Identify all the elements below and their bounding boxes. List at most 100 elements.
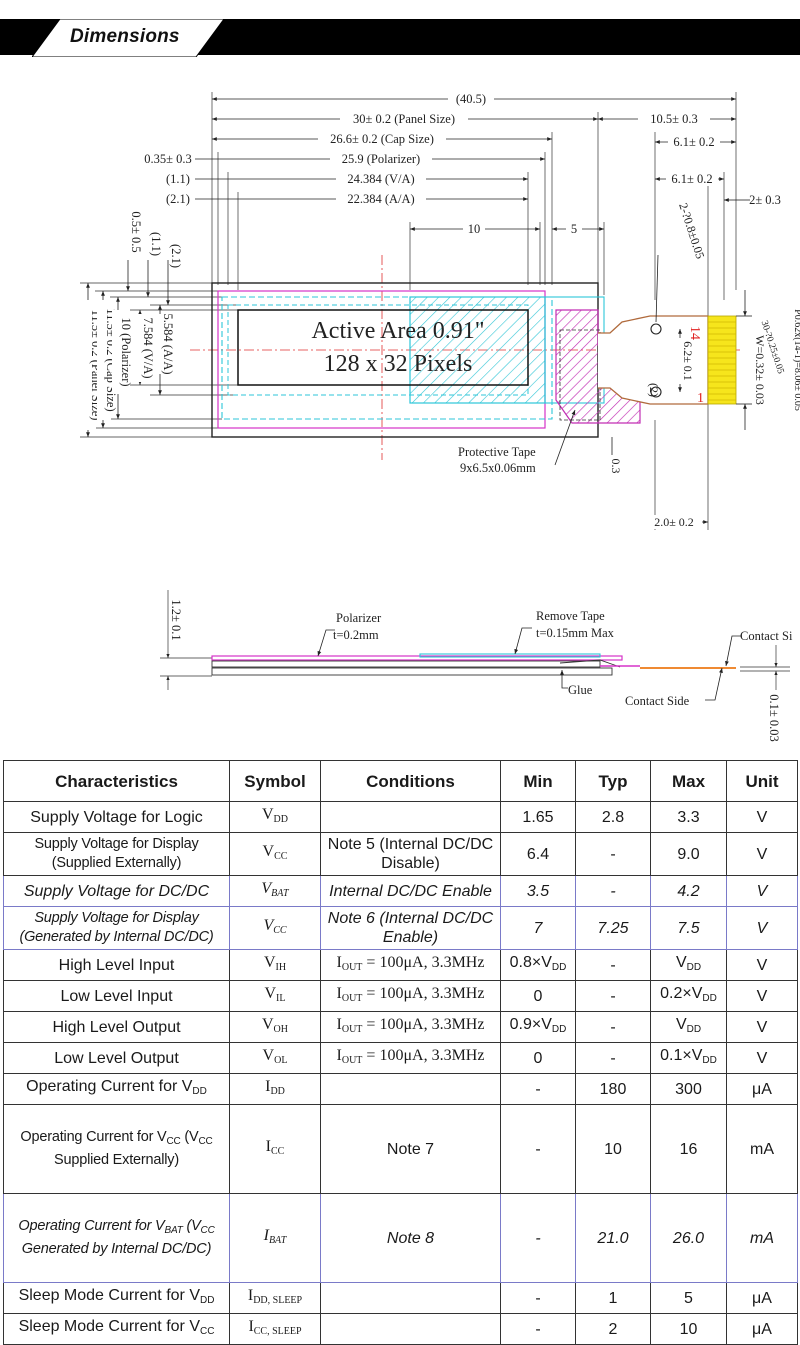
dim-2: 2± 0.3 bbox=[749, 193, 781, 207]
dim-10: 10 bbox=[468, 222, 481, 236]
cell-condition: Internal DC/DC Enable bbox=[320, 875, 501, 907]
cell-max: 5 bbox=[650, 1282, 727, 1314]
cell-characteristic: Operating Current for VBAT (VCC Generate… bbox=[3, 1193, 230, 1283]
cell-min: 0.8×VDD bbox=[500, 949, 576, 981]
cell-unit: V bbox=[726, 949, 798, 981]
polarizer-thickness: t=0.2mm bbox=[333, 628, 379, 642]
glue-label: Glue bbox=[568, 683, 593, 697]
cell-min: 0 bbox=[500, 1042, 576, 1074]
cell-max: 0.1×VDD bbox=[650, 1042, 727, 1074]
cell-characteristic: Sleep Mode Current for VDD bbox=[3, 1282, 230, 1314]
cell-max: 10 bbox=[650, 1313, 727, 1345]
cell-condition: Note 6 (Internal DC/DC Enable) bbox=[320, 906, 501, 950]
cell-min: 7 bbox=[500, 906, 576, 950]
header-characteristics: Characteristics bbox=[3, 760, 230, 802]
cell-max: 7.5 bbox=[650, 906, 727, 950]
contact-pads bbox=[707, 315, 737, 405]
table-row: Operating Current for VBAT (VCC Generate… bbox=[3, 1193, 798, 1283]
cell-characteristic: High Level Input bbox=[3, 949, 230, 981]
cell-max: 16 bbox=[650, 1104, 727, 1194]
table-row: Operating Current for VCC (VCC Supplied … bbox=[3, 1104, 798, 1194]
cell-max: VDD bbox=[650, 1011, 727, 1043]
cell-symbol: VIH bbox=[229, 949, 321, 981]
cell-typ: - bbox=[575, 1042, 651, 1074]
cell-min: - bbox=[500, 1104, 576, 1194]
cell-symbol: VCC bbox=[229, 832, 321, 876]
cell-min: 3.5 bbox=[500, 875, 576, 907]
table-row: Supply Voltage for Display (Generated by… bbox=[3, 906, 798, 950]
cell-condition bbox=[320, 801, 501, 833]
contact-side-right: Contact Si bbox=[740, 629, 793, 643]
dim-0-3: 0.3 bbox=[609, 459, 623, 474]
dim-left-21: (2.1) bbox=[166, 192, 190, 206]
cell-condition: Note 5 (Internal DC/DC Disable) bbox=[320, 832, 501, 876]
dim-6-1-a: 6.1± 0.2 bbox=[673, 135, 714, 149]
cell-typ: - bbox=[575, 1011, 651, 1043]
cell-symbol: IDD bbox=[229, 1073, 321, 1105]
cell-max: 4.2 bbox=[650, 875, 727, 907]
cell-typ: - bbox=[575, 875, 651, 907]
cell-condition: IOUT = 100μA, 3.3MHz bbox=[320, 980, 501, 1012]
cell-characteristic: Low Level Input bbox=[3, 980, 230, 1012]
cell-symbol: IBAT bbox=[229, 1193, 321, 1283]
cell-symbol: VDD bbox=[229, 801, 321, 833]
pin-1: 1 bbox=[697, 391, 704, 406]
cell-characteristic: Supply Voltage for DC/DC bbox=[3, 875, 230, 907]
cell-condition bbox=[320, 1282, 501, 1314]
dim-v-va: 7.584 (V/A) bbox=[141, 317, 155, 378]
cell-min: 0 bbox=[500, 980, 576, 1012]
cell-unit: V bbox=[726, 875, 798, 907]
contact-side-label: Contact Side bbox=[625, 694, 690, 708]
cell-unit: V bbox=[726, 801, 798, 833]
dim-tail: 10.5± 0.3 bbox=[650, 112, 698, 126]
cell-condition bbox=[320, 1073, 501, 1105]
cell-unit: V bbox=[726, 906, 798, 950]
dim-va: 24.384 (V/A) bbox=[347, 172, 414, 186]
cell-typ: 7.25 bbox=[575, 906, 651, 950]
cell-symbol: VCC bbox=[229, 906, 321, 950]
cell-unit: μA bbox=[726, 1282, 798, 1314]
cell-typ: 180 bbox=[575, 1073, 651, 1105]
protective-tape-label: Protective Tape bbox=[458, 445, 536, 459]
cell-typ: 10 bbox=[575, 1104, 651, 1194]
dim-pad-width: W=0.32± 0.03 bbox=[753, 335, 767, 405]
cell-unit: V bbox=[726, 980, 798, 1012]
top-view-drawing: (40.5) 30± 0.2 (Panel Size) 26.6± 0.2 (C… bbox=[80, 92, 800, 530]
cell-characteristic: Supply Voltage for Display (Generated by… bbox=[3, 906, 230, 950]
active-area-pixels: 128 x 32 Pixels bbox=[324, 351, 473, 377]
cell-min: - bbox=[500, 1313, 576, 1345]
side-view-drawing: 1.2± 0.1 Polarizer t=0.2mm Remove Tape t… bbox=[160, 590, 793, 742]
cell-min: - bbox=[500, 1282, 576, 1314]
polarizer-label: Polarizer bbox=[336, 611, 382, 625]
cell-typ: 2 bbox=[575, 1313, 651, 1345]
cell-condition: IOUT = 100μA, 3.3MHz bbox=[320, 1042, 501, 1074]
dim-hole-pitch: 6.2± 0.1 bbox=[681, 341, 695, 381]
cell-unit: V bbox=[726, 1042, 798, 1074]
dim-cap-size: 26.6± 0.2 (Cap Size) bbox=[330, 132, 434, 146]
cell-unit: V bbox=[726, 832, 798, 876]
table-row: Supply Voltage for Display (Supplied Ext… bbox=[3, 832, 798, 876]
cell-typ: 1 bbox=[575, 1282, 651, 1314]
cell-min: 6.4 bbox=[500, 832, 576, 876]
cell-characteristic: Low Level Output bbox=[3, 1042, 230, 1074]
cell-typ: - bbox=[575, 832, 651, 876]
header-min: Min bbox=[500, 760, 576, 802]
cell-symbol: VIL bbox=[229, 980, 321, 1012]
header-symbol: Symbol bbox=[229, 760, 321, 802]
cell-typ: 21.0 bbox=[575, 1193, 651, 1283]
dim-polarizer: 25.9 (Polarizer) bbox=[342, 152, 420, 166]
protective-tape-size: 9x6.5x0.06mm bbox=[460, 461, 536, 475]
cell-condition bbox=[320, 1313, 501, 1345]
header-unit: Unit bbox=[726, 760, 798, 802]
cell-characteristic: Sleep Mode Current for VCC bbox=[3, 1313, 230, 1345]
dim-pad-pitch: P0.62x(14-1)=8.06± 0.05 bbox=[792, 309, 800, 411]
dim-2: (2) bbox=[647, 383, 661, 397]
cell-characteristic: Supply Voltage for Logic bbox=[3, 801, 230, 833]
cell-unit: mA bbox=[726, 1104, 798, 1194]
cell-typ: 2.8 bbox=[575, 801, 651, 833]
cell-typ: - bbox=[575, 980, 651, 1012]
